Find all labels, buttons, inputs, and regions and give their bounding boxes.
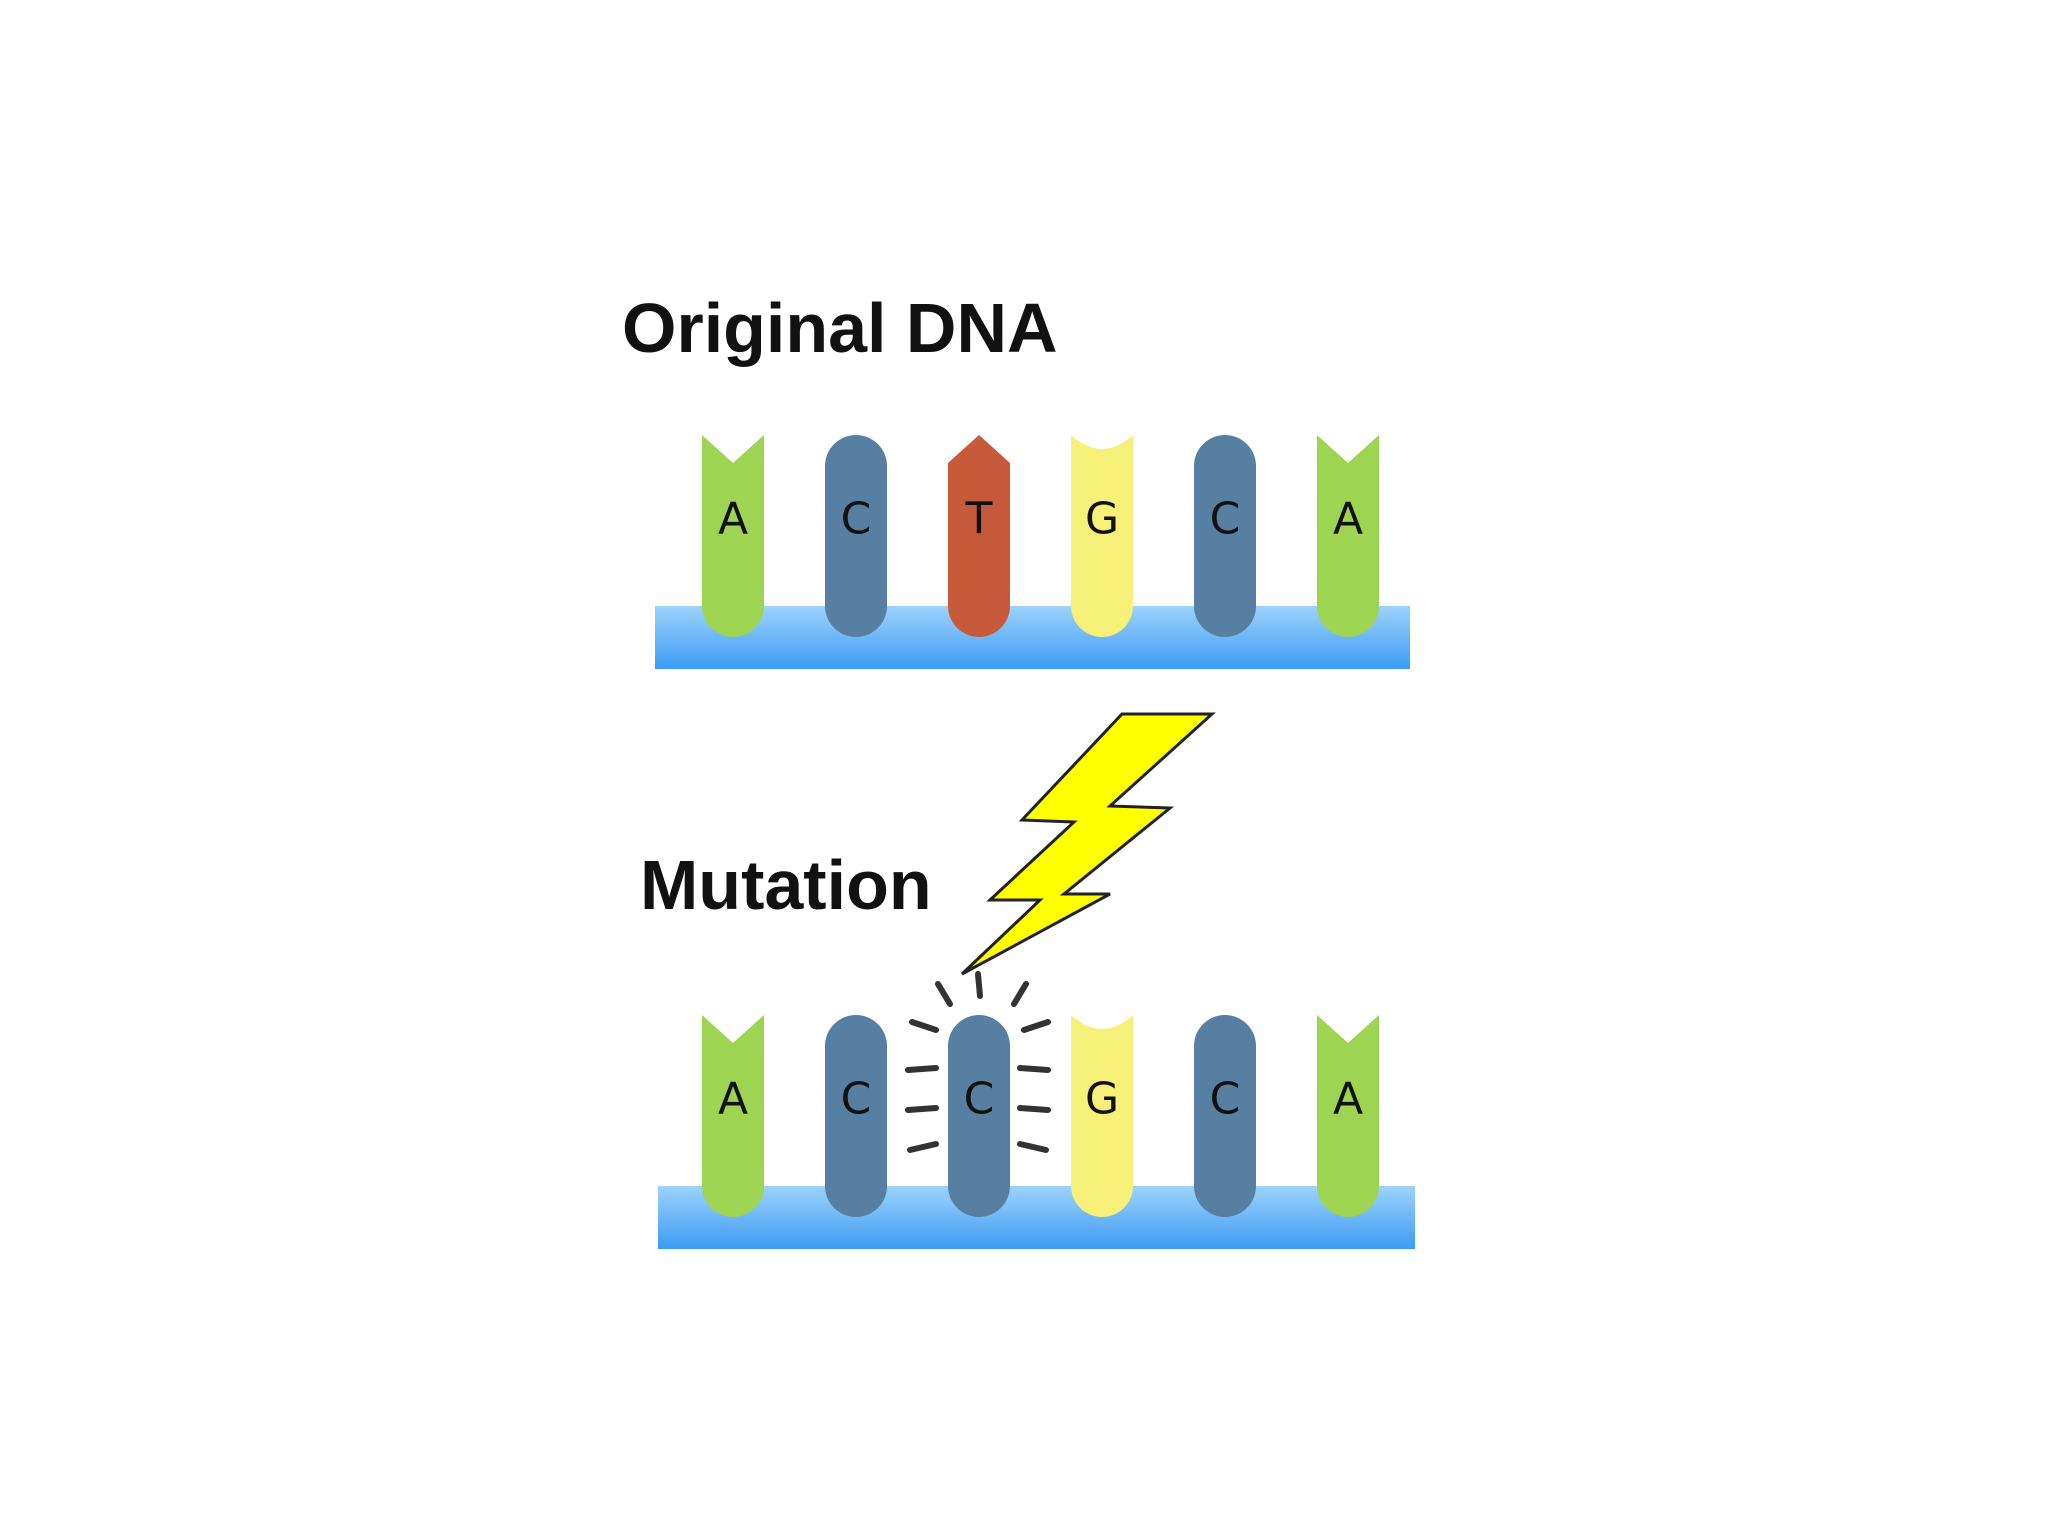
mutated-base-2-shape	[825, 1015, 887, 1217]
original-base-3-letter: T	[965, 494, 993, 545]
original-base-1-letter: A	[718, 494, 748, 545]
original-base-4: G	[1071, 435, 1133, 637]
original-backbone	[655, 606, 1410, 669]
original-dna-title: Original DNA	[622, 289, 1058, 367]
mutated-base-6-letter: A	[1333, 1074, 1363, 1125]
original-base-4-shape	[1071, 435, 1133, 637]
mutated-base-1: A	[702, 1015, 764, 1217]
original-base-6-shape	[1317, 435, 1379, 637]
mutated-base-4-letter: G	[1085, 1074, 1119, 1125]
mutation-burst-icon	[905, 971, 1051, 1153]
mutated-base-1-letter: A	[718, 1074, 748, 1125]
mutated-backbone	[658, 1186, 1415, 1249]
original-base-2-letter: C	[841, 494, 872, 545]
mutated-base-4-shape	[1071, 1015, 1133, 1217]
original-base-1: A	[702, 435, 764, 637]
mutated-base-3-shape	[948, 1015, 1010, 1217]
mutated-base-4: G	[1071, 1015, 1133, 1217]
original-base-3: T	[948, 435, 1010, 637]
mutated-base-6-shape	[1317, 1015, 1379, 1217]
mutated-base-5-shape	[1194, 1015, 1256, 1217]
mutation-title: Mutation	[640, 846, 932, 924]
mutated-base-2-letter: C	[841, 1074, 872, 1125]
mutated-base-5: C	[1194, 1015, 1256, 1217]
original-base-1-shape	[702, 435, 764, 637]
mutated-base-5-letter: C	[1210, 1074, 1241, 1125]
mutated-base-2: C	[825, 1015, 887, 1217]
original-base-2: C	[825, 435, 887, 637]
mutated-base-1-shape	[702, 1015, 764, 1217]
original-base-6-letter: A	[1333, 494, 1363, 545]
original-base-3-shape	[948, 435, 1010, 637]
original-base-5: C	[1194, 435, 1256, 637]
original-base-5-letter: C	[1210, 494, 1241, 545]
original-base-4-letter: G	[1085, 494, 1119, 545]
original-base-2-shape	[825, 435, 887, 637]
original-base-6: A	[1317, 435, 1379, 637]
mutated-base-3: C	[948, 1015, 1010, 1217]
original-base-5-shape	[1194, 435, 1256, 637]
mutated-base-3-letter: C	[964, 1074, 995, 1125]
lightning-bolt-icon	[960, 712, 1216, 976]
mutated-base-6: A	[1317, 1015, 1379, 1217]
